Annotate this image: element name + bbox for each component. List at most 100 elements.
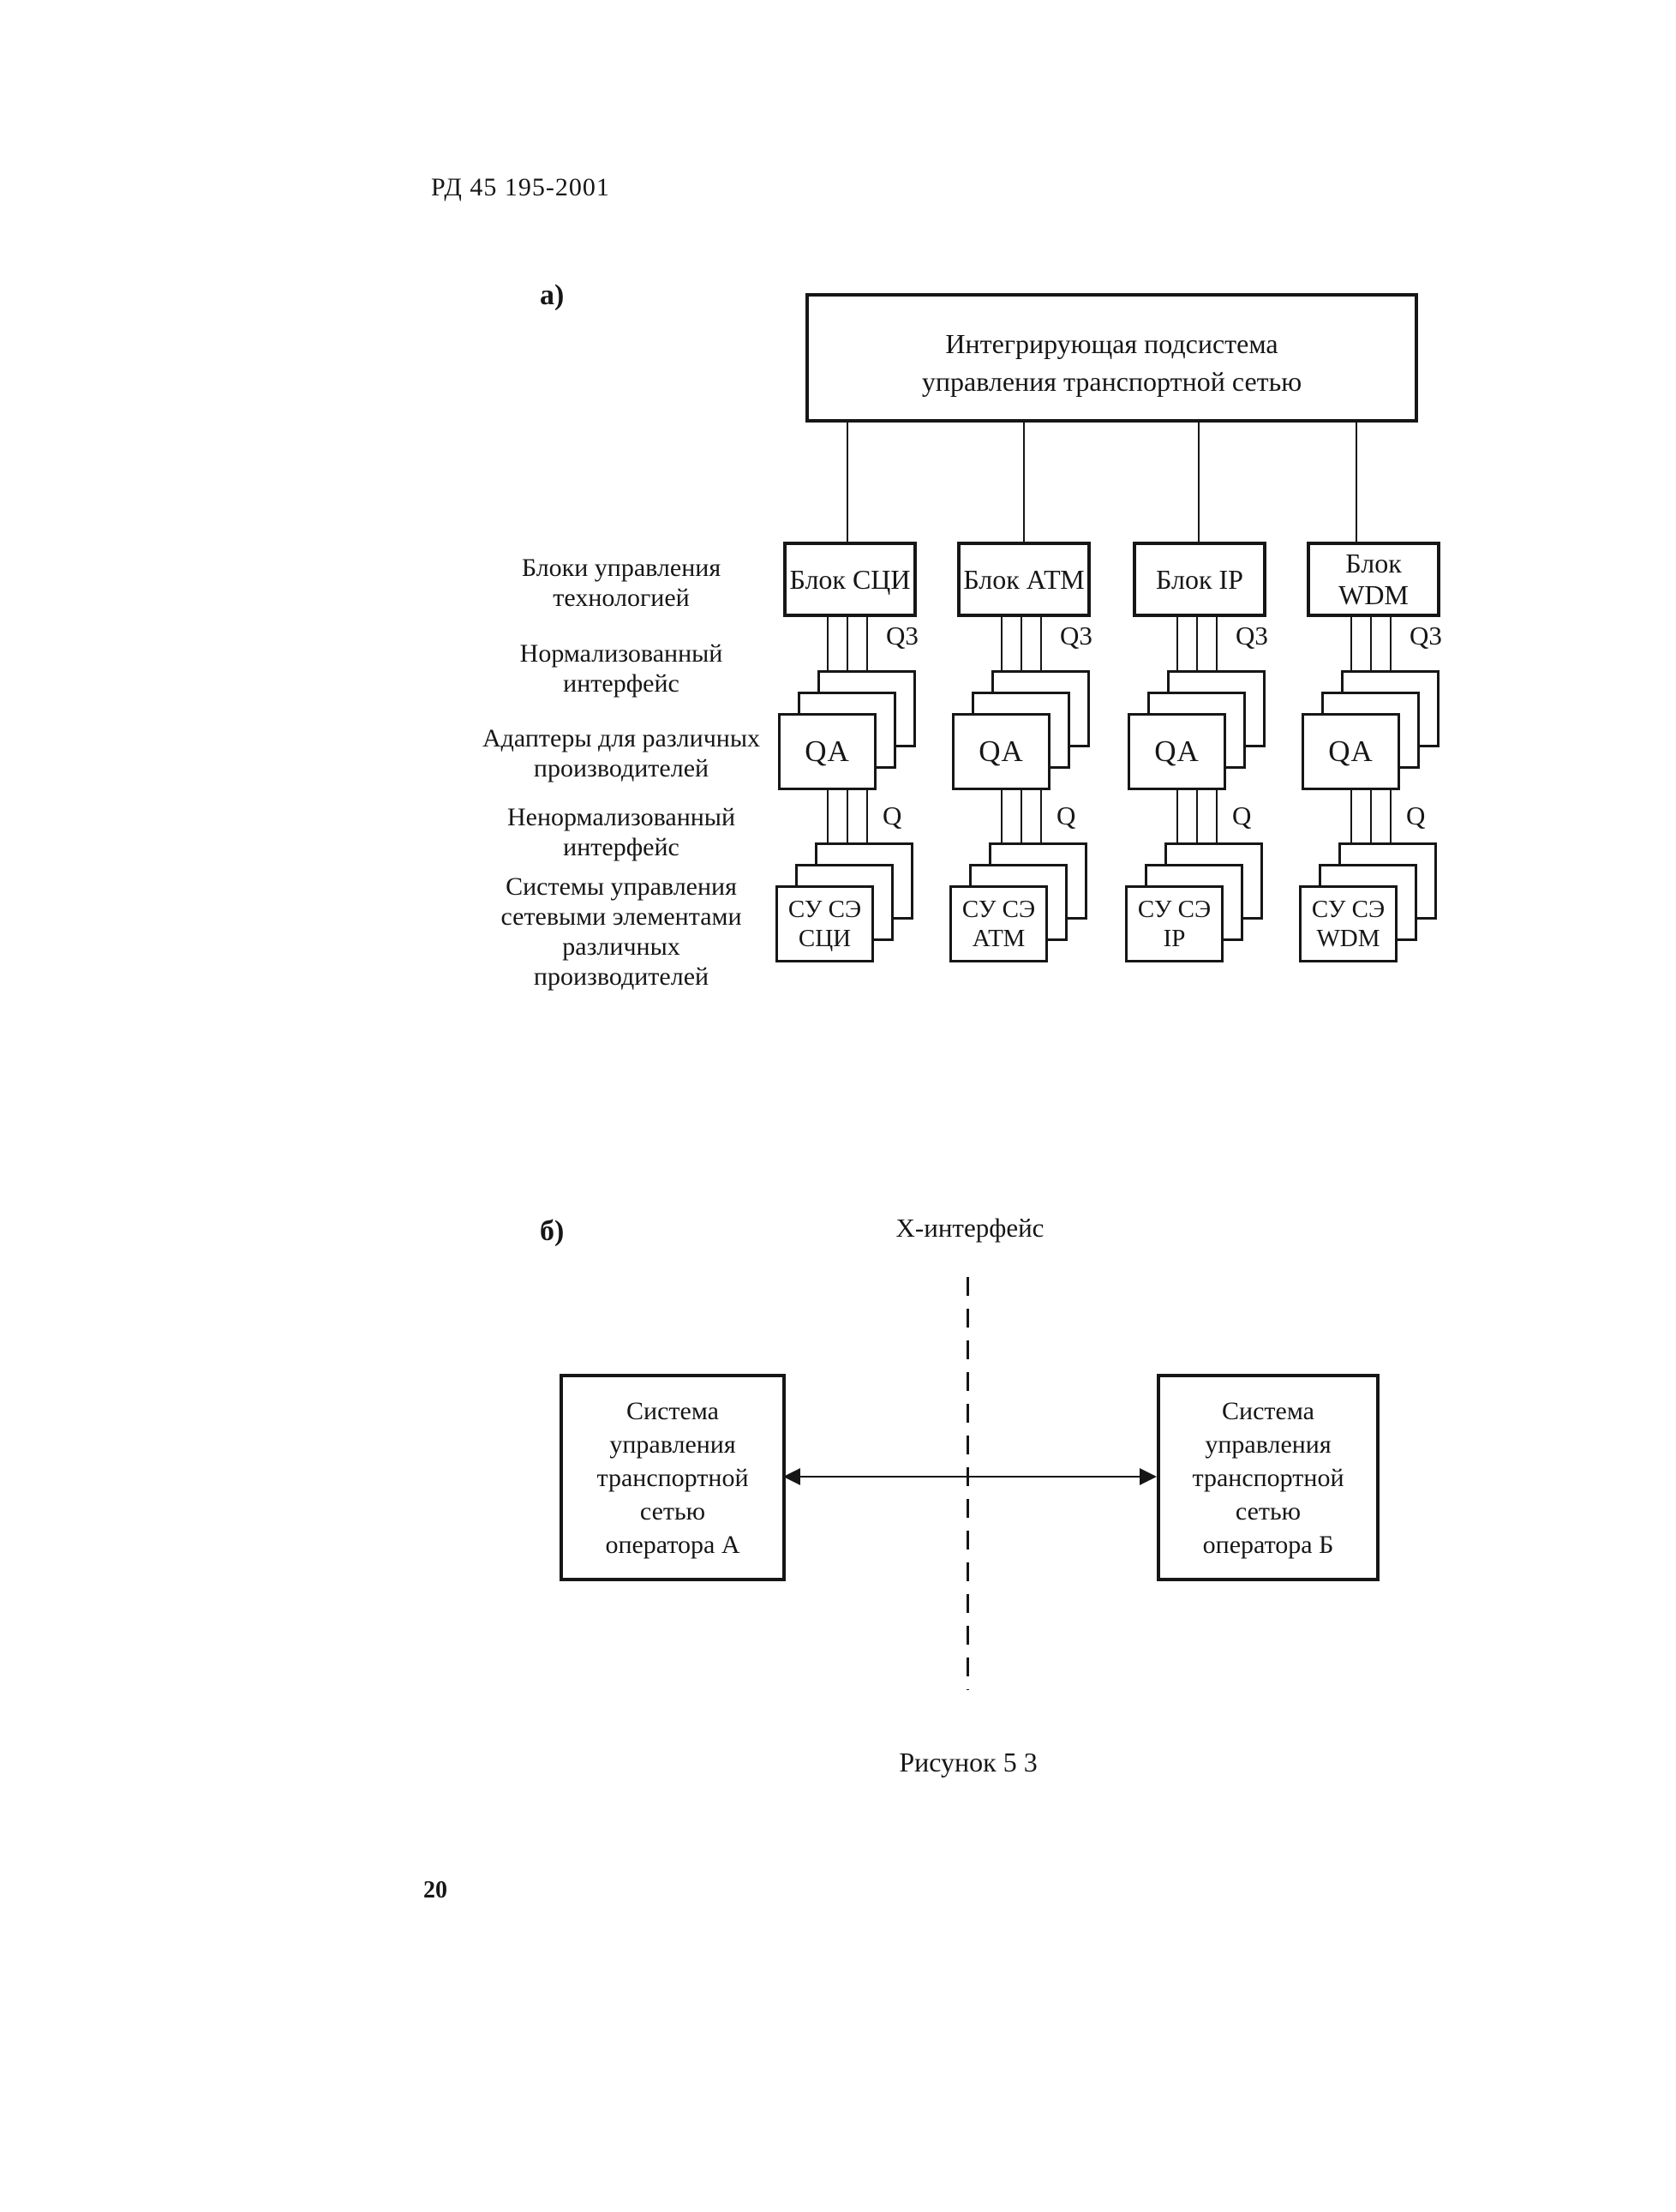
q-interface-label: Q (1232, 800, 1252, 830)
qa-adapter-box: QA (778, 713, 877, 790)
arrow-left-head-icon (783, 1468, 800, 1485)
technology-block-label: Блок IP (1156, 563, 1243, 595)
connector-line (827, 617, 829, 713)
connector-line (847, 617, 848, 692)
connector-line (1196, 617, 1198, 692)
qa-adapter-box: QA (1302, 713, 1400, 790)
row-label-line: интерфейс (563, 669, 679, 698)
connector-line (866, 790, 868, 842)
connector-line (1176, 790, 1178, 885)
connector-line (847, 790, 848, 864)
connector-line (1021, 617, 1022, 692)
operator-a-box: Система управления транспортной сетью оп… (560, 1374, 786, 1581)
technology-block-sdh: Блок СЦИ (783, 542, 917, 617)
technology-block-atm: Блок АТМ (957, 542, 1091, 617)
connector-line (1001, 790, 1003, 885)
row-label-line: различных (562, 932, 680, 961)
x-interface-boundary-dashed-line (967, 1277, 969, 1690)
ne-system-box-ip: СУ СЭ IP (1125, 885, 1224, 962)
ne-system-line: СУ СЭ (1311, 896, 1386, 923)
connector-line (1196, 790, 1198, 864)
technology-block-wdm: Блок WDM (1307, 542, 1440, 617)
row-label-line: Нормализованный (519, 639, 723, 668)
connector-line (1216, 790, 1218, 842)
operator-box-line: оператора Б (1202, 1530, 1334, 1559)
connector-line (1390, 617, 1392, 670)
row-label-line: Адаптеры для различных (482, 724, 760, 752)
q3-interface-label: Q3 (1060, 620, 1092, 650)
connector-line (1216, 617, 1218, 670)
page-header: РД 45 195-2001 (431, 173, 610, 201)
row-label-technology-blocks: Блоки управления технологией (467, 553, 775, 613)
ne-system-box-wdm: СУ СЭ WDM (1299, 885, 1398, 962)
technology-block-ip: Блок IP (1133, 542, 1266, 617)
connector-line (866, 617, 868, 670)
operator-box-line: транспортной (596, 1463, 749, 1492)
ne-system-line: СУ СЭ (1137, 896, 1212, 923)
ne-system-line: СЦИ (798, 925, 852, 952)
row-label-line: Системы управления (506, 872, 737, 901)
connector-line (1001, 617, 1003, 713)
ne-system-line: СУ СЭ (961, 896, 1036, 923)
operator-box-line: управления (1205, 1430, 1332, 1459)
connector-line (1370, 617, 1372, 692)
operator-b-box: Система управления транспортной сетью оп… (1157, 1374, 1380, 1581)
operator-box-line: управления (609, 1430, 736, 1459)
technology-block-label: Блок АТМ (963, 563, 1085, 595)
connector-line (1198, 423, 1200, 542)
ne-system-line: СУ СЭ (787, 896, 862, 923)
row-label-line: производителей (533, 962, 709, 991)
row-label-line: производителей (533, 754, 709, 782)
integrating-subsystem-line2: управления транспортной сетью (921, 365, 1302, 397)
connector-line (1350, 790, 1352, 885)
row-label-nonnormalized-interface: Ненормализованный интерфейс (467, 802, 775, 862)
row-label-line: технологией (553, 584, 690, 612)
q3-interface-label: Q3 (886, 620, 919, 650)
row-label-ne-management-systems: Системы управления сетевыми элементами р… (467, 872, 775, 992)
column-sdh: Блок СЦИ Q3 QA Q СУ СЭ СЦИ (756, 542, 944, 974)
operator-box-line: сетью (1235, 1496, 1302, 1526)
q3-interface-label: Q3 (1236, 620, 1268, 650)
connector-line (1040, 617, 1042, 670)
x-interface-label: Х-интерфейс (895, 1213, 1045, 1243)
ne-system-line: IP (1163, 925, 1186, 952)
operator-box-line: сетью (639, 1496, 706, 1526)
connector-line (1040, 790, 1042, 842)
connector-line (1350, 617, 1352, 713)
ne-system-box-atm: СУ СЭ АТМ (949, 885, 1048, 962)
qa-adapter-box: QA (952, 713, 1050, 790)
row-label-line: Ненормализованный (506, 803, 736, 831)
operator-box-line: транспортной (1192, 1463, 1344, 1492)
ne-system-box-sdh: СУ СЭ СЦИ (775, 885, 874, 962)
integrating-subsystem-box: Интегрирующая подсистема управления тран… (805, 293, 1418, 423)
row-label-line: сетевыми элементами (500, 902, 742, 931)
q-interface-label: Q (1406, 800, 1426, 830)
interconnect-arrow-line (797, 1476, 1143, 1478)
row-label-normalized-interface: Нормализованный интерфейс (467, 638, 775, 698)
q3-interface-label: Q3 (1410, 620, 1442, 650)
connector-line (1176, 617, 1178, 713)
technology-block-label: Блок СЦИ (789, 563, 911, 595)
technology-block-label: Блок WDM (1338, 548, 1409, 610)
connector-line (1390, 790, 1392, 842)
column-atm: Блок АТМ Q3 QA Q СУ СЭ АТМ (930, 542, 1118, 974)
ne-system-line: АТМ (972, 925, 1026, 952)
q-interface-label: Q (1056, 800, 1076, 830)
integrating-subsystem-line1: Интегрирующая подсистема (945, 327, 1278, 359)
connector-line (1356, 423, 1357, 542)
operator-box-line: Система (1222, 1396, 1314, 1425)
figure-caption: Рисунок 5 3 (899, 1747, 1038, 1777)
connector-line (1023, 423, 1025, 542)
ne-system-line: WDM (1316, 925, 1380, 952)
connector-line (847, 423, 848, 542)
connector-line (1021, 790, 1022, 864)
page-number: 20 (423, 1877, 447, 1903)
connector-line (827, 790, 829, 885)
column-ip: Блок IP Q3 QA Q СУ СЭ IP (1105, 542, 1294, 974)
connector-line (1370, 790, 1372, 864)
figure-part-b-label: б) (540, 1215, 565, 1247)
row-label-line: интерфейс (563, 833, 679, 861)
column-wdm: Блок WDM Q3 QA Q СУ СЭ WDM (1279, 542, 1468, 974)
figure-part-a-label: а) (540, 279, 565, 311)
